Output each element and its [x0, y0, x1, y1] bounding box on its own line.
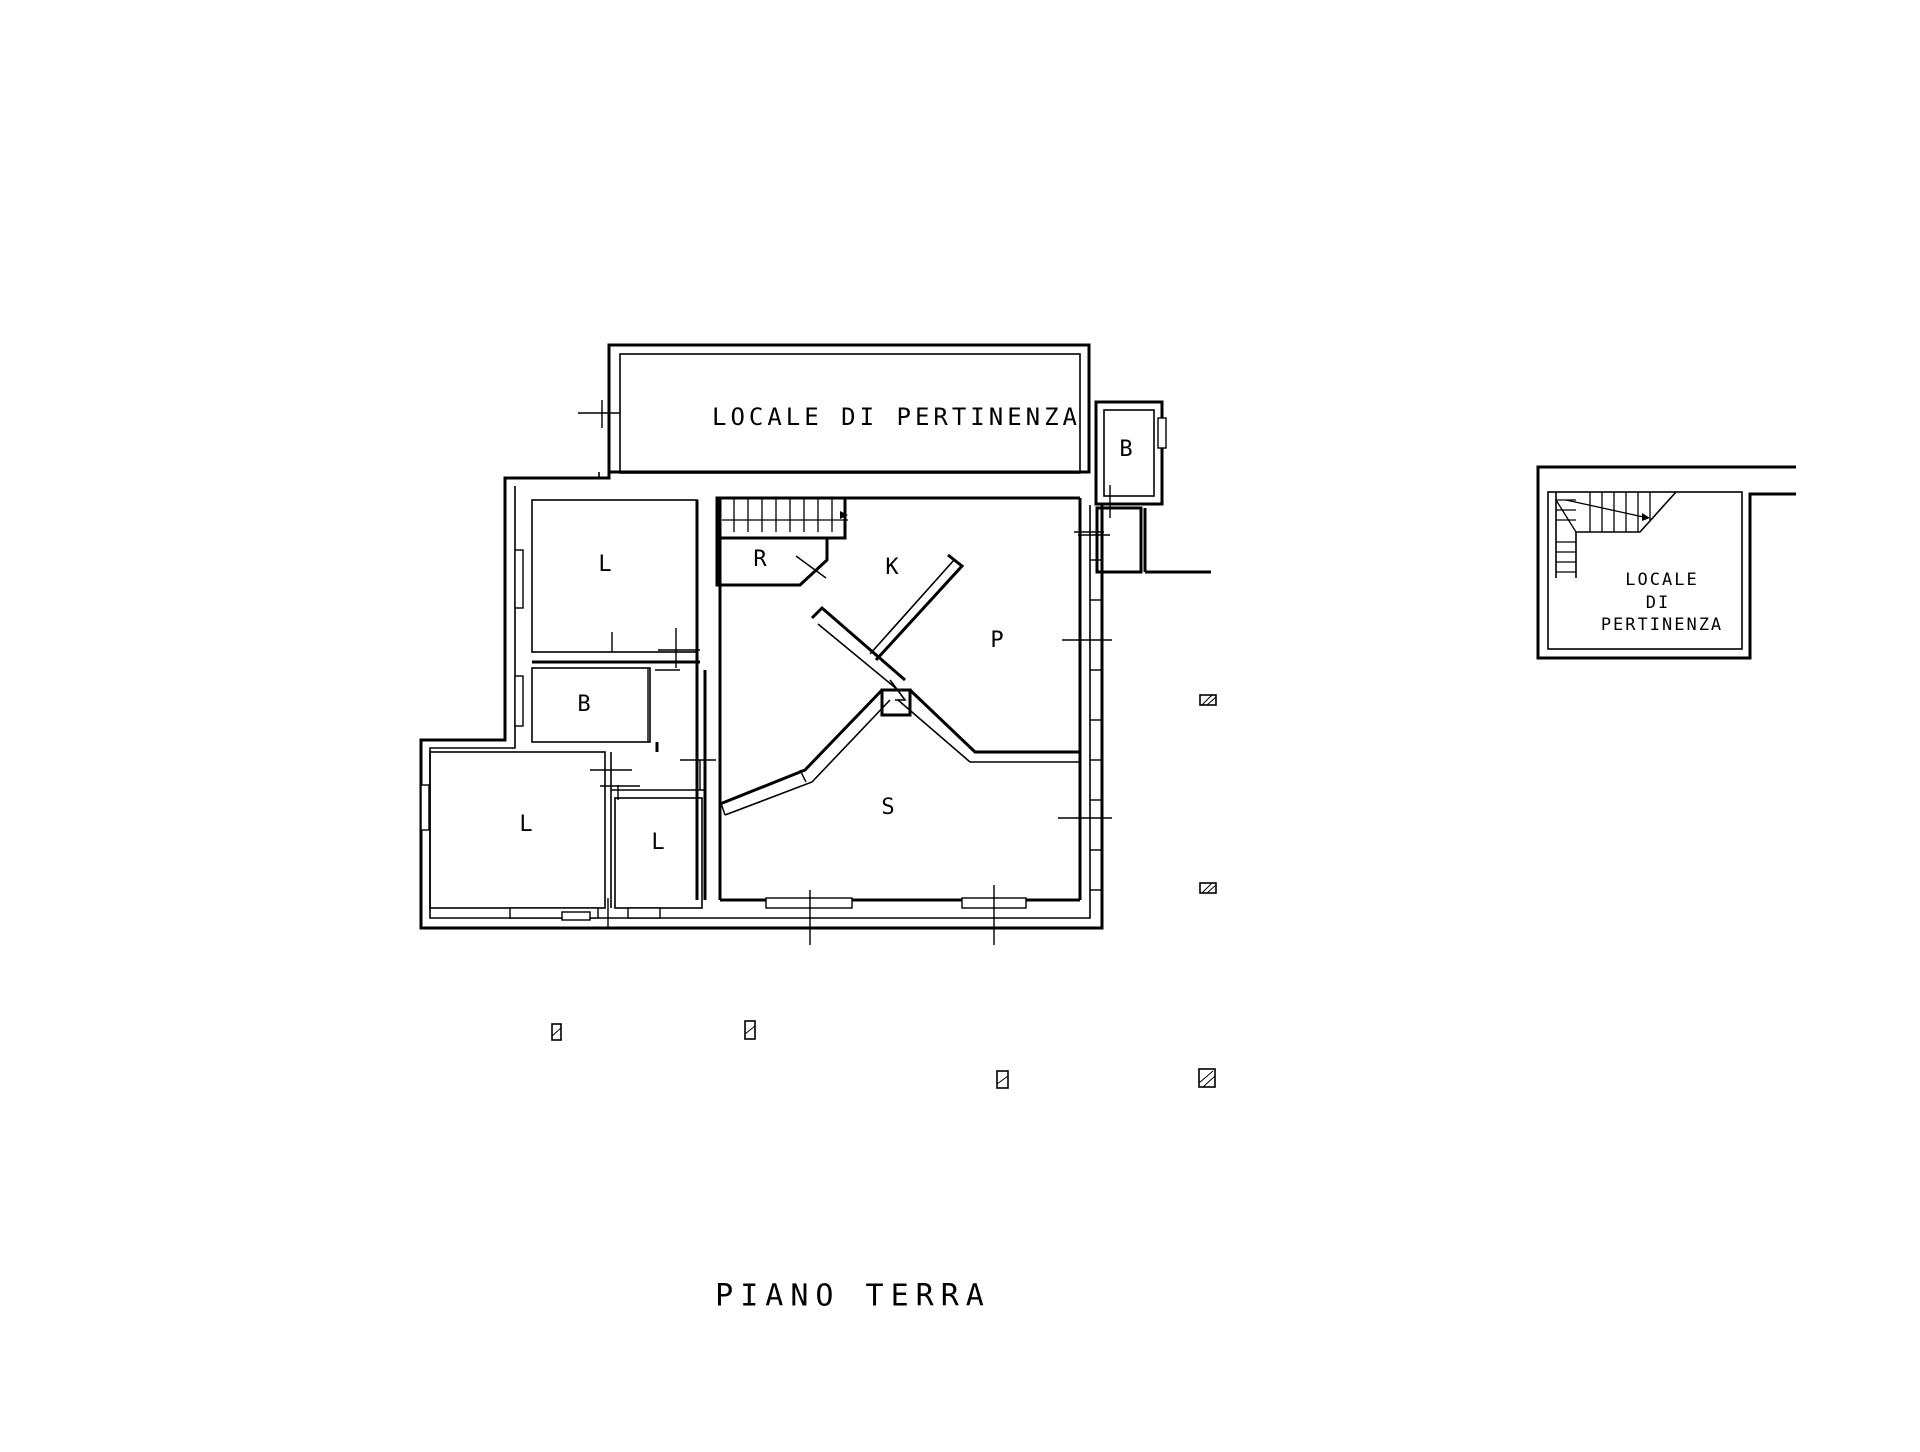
outer-walls — [419, 472, 1112, 930]
label-kitchen: K — [885, 555, 899, 580]
annex-room — [578, 343, 1091, 474]
room-bedroom-small — [607, 797, 703, 928]
room-bedroom-upper-left — [514, 499, 700, 668]
label-living: S — [881, 795, 894, 820]
interior-diagonal-walls — [718, 496, 1082, 902]
room-living — [765, 885, 1027, 945]
room-storage — [715, 538, 829, 587]
pillar — [1198, 1068, 1216, 1088]
floor-title: PIANO TERRA — [715, 1279, 991, 1314]
pillar — [996, 1070, 1009, 1089]
label-bedroom-upper-left: L — [598, 552, 611, 577]
stairs-top — [715, 496, 848, 540]
room-bathroom-left — [514, 660, 700, 743]
detail-label-line1: LOCALE — [1625, 570, 1698, 590]
pillar — [551, 1023, 562, 1041]
pillar — [1199, 882, 1217, 894]
detail-stairs — [1555, 491, 1677, 578]
annex-bathroom — [1074, 400, 1211, 574]
label-bathroom-annex: B — [1119, 437, 1132, 462]
detail-label-line2: DI — [1646, 593, 1670, 613]
label-storage: R — [753, 547, 767, 572]
detail-plan: LOCALE DI PERTINENZA — [1536, 465, 1796, 660]
annex-label: LOCALE DI PERTINENZA — [712, 403, 1081, 431]
detail-label-line3: PERTINENZA — [1601, 615, 1723, 635]
pillar — [744, 1020, 756, 1040]
label-bedroom-lower-left: L — [519, 812, 532, 837]
label-pantry: P — [990, 628, 1003, 653]
label-bedroom-small: L — [651, 830, 664, 855]
corridor — [590, 500, 716, 908]
room-bedroom-lower-left — [420, 751, 606, 921]
label-bathroom-left: B — [577, 692, 590, 717]
main-plan: LOCALE DI PERTINENZA B L B L L R K P S — [419, 343, 1211, 945]
pillar — [1199, 694, 1217, 706]
pillars — [551, 694, 1217, 1089]
